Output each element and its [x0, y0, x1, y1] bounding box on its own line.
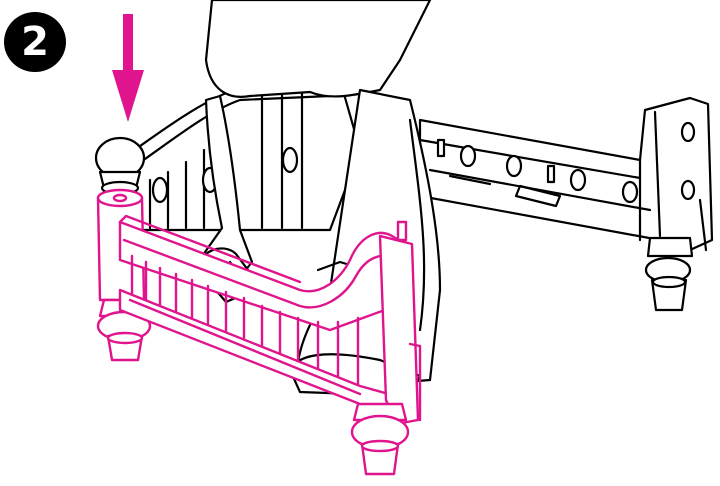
far-leg — [646, 238, 692, 310]
side-rail — [420, 98, 712, 250]
down-arrow-icon — [112, 14, 144, 122]
